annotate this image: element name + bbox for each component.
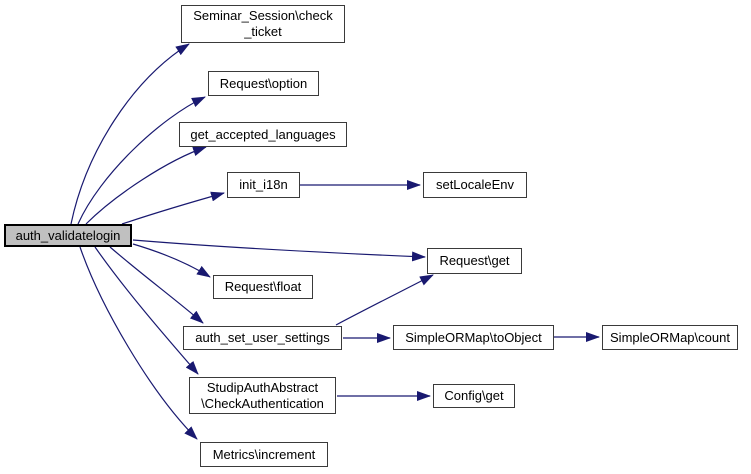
node-request-float[interactable]: Request\float [213, 275, 313, 299]
node-auth-validatelogin[interactable]: auth_validatelogin [4, 224, 132, 247]
edge-auth-validatelogin-to-metrics-increment [79, 246, 198, 440]
node-seminar-session-check-ticket[interactable]: Seminar_Session\check _ticket [181, 5, 345, 43]
node-metrics-increment[interactable]: Metrics\increment [200, 442, 328, 467]
edge-auth-set-user-settings-to-request-get [335, 274, 434, 326]
node-request-get[interactable]: Request\get [427, 248, 522, 274]
node-simple-or-map-count[interactable]: SimpleORMap\count [602, 325, 738, 350]
edge-auth-validatelogin-to-seminar-session-check-ticket [70, 43, 190, 225]
edge-auth-validatelogin-to-auth-set-user-settings [109, 246, 204, 324]
edge-auth-validatelogin-to-studip-auth-abstract-check-authentication [94, 246, 199, 375]
node-request-option[interactable]: Request\option [208, 71, 319, 96]
node-auth-set-user-settings[interactable]: auth_set_user_settings [183, 326, 342, 350]
edge-auth-validatelogin-to-request-float [132, 243, 211, 278]
edge-auth-validatelogin-to-init-i18n [121, 191, 225, 225]
node-studip-auth-abstract-check-authentication[interactable]: StudipAuthAbstract \CheckAuthentication [189, 377, 336, 414]
node-set-locale-env[interactable]: setLocaleEnv [423, 172, 527, 198]
edge-auth-validatelogin-to-request-get [132, 239, 426, 262]
edge-auth-validatelogin-to-request-option [77, 96, 206, 225]
node-config-get[interactable]: Config\get [433, 384, 515, 408]
edge-auth-validatelogin-to-get-accepted-languages [85, 146, 207, 225]
node-simple-or-map-to-object[interactable]: SimpleORMap\toObject [393, 325, 554, 350]
node-init-i18n[interactable]: init_i18n [227, 172, 300, 198]
node-get-accepted-languages[interactable]: get_accepted_languages [179, 122, 347, 147]
